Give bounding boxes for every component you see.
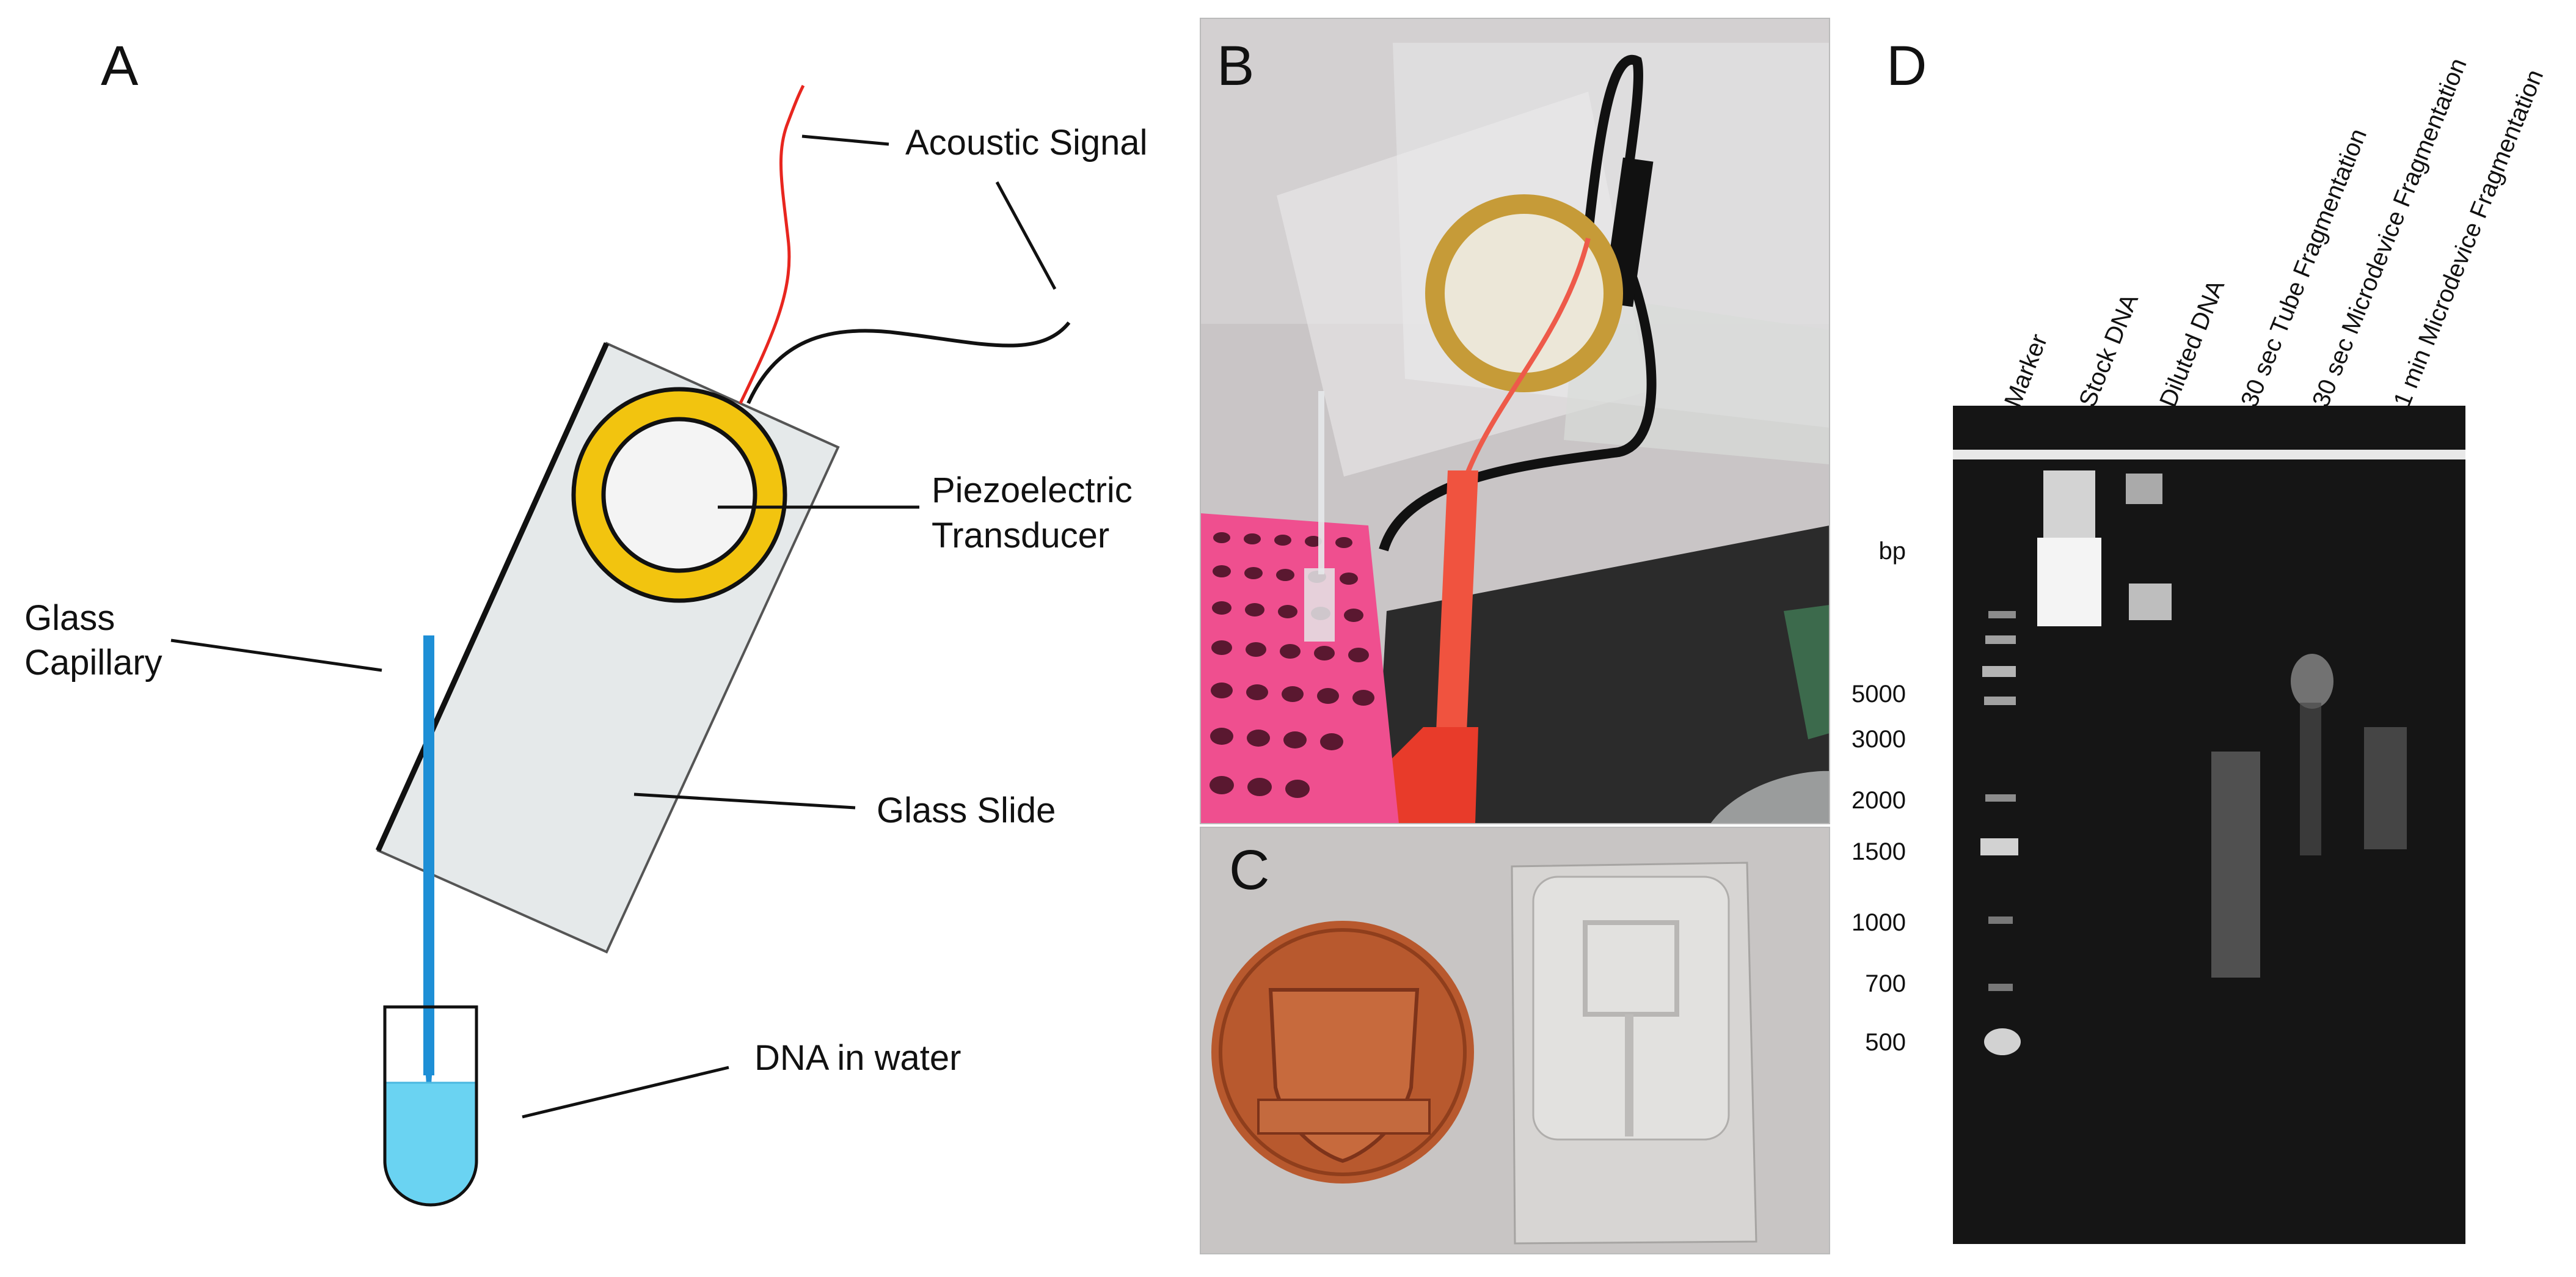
panel-c-letter: C [1229, 839, 1270, 901]
piezo-label-line2: Transducer [932, 516, 1110, 555]
panel-b-letter: B [1217, 35, 1255, 97]
tube-outline [383, 1005, 478, 1207]
tube-water [385, 1083, 476, 1205]
bp-tick-700: 700 [1865, 970, 1906, 997]
glass-slide-label: Glass Slide [877, 791, 1056, 830]
bp-tick-5000: 5000 [1852, 681, 1906, 708]
lane-label-diluted-dna: Diluted DNA [2155, 276, 2230, 411]
panel-d-letter: D [1886, 35, 1927, 97]
bp-tick-500: 500 [1865, 1029, 1906, 1056]
dna-in-water-label: DNA in water [754, 1038, 961, 1078]
capillary-label-line2: Capillary [24, 643, 162, 682]
piezo-label-line1: Piezoelectric [932, 470, 1133, 510]
bp-title: bp [1878, 538, 1906, 565]
red-wire [739, 84, 805, 404]
panel-a-schematic [170, 84, 1071, 1207]
glass-capillary [423, 635, 434, 1075]
bp-tick-1500: 1500 [1852, 838, 1906, 865]
bp-tick-1000: 1000 [1852, 909, 1906, 936]
black-wire [746, 321, 1071, 404]
panel-a-letter: A [101, 35, 139, 97]
lane-label-30s-tube: 30 sec Tube Fragmentation [2236, 125, 2373, 411]
acoustic-signal-label: Acoustic Signal [905, 123, 1148, 163]
piezo-disk [601, 417, 757, 573]
capillary-label-line1: Glass [24, 598, 115, 638]
lane-label-1min-microdevice: 1 min Microdevice Fragmentation [2388, 65, 2549, 411]
lane-label-marker: Marker [1999, 330, 2053, 411]
lane-label-stock-dna: Stock DNA [2074, 290, 2144, 411]
bp-tick-3000: 3000 [1852, 726, 1906, 753]
bp-tick-2000: 2000 [1852, 787, 1906, 814]
